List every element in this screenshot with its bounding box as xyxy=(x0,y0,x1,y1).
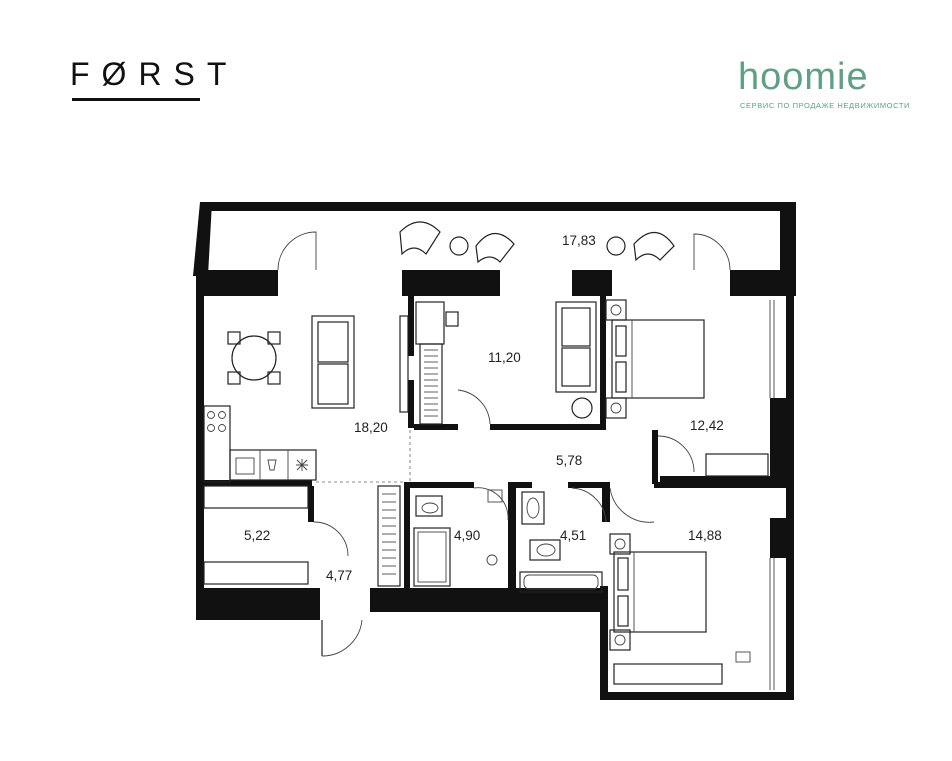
exterior-walls xyxy=(193,202,796,700)
area-hall: 5,78 xyxy=(556,453,582,468)
area-storage: 5,22 xyxy=(244,528,270,543)
interior-walls xyxy=(204,296,786,606)
hoomie-logo: hoomie xyxy=(738,56,869,98)
area-balcony: 17,83 xyxy=(562,233,596,248)
kitchen-furniture xyxy=(203,315,411,483)
area-bathroom-1: 4,90 xyxy=(454,528,480,543)
balcony-furniture xyxy=(277,221,731,271)
area-entry: 4,77 xyxy=(326,568,352,583)
bathroom-fixtures xyxy=(413,487,655,593)
bedroom-2-furniture xyxy=(609,533,775,690)
area-kitchen-living: 18,20 xyxy=(354,420,388,435)
storage-entry xyxy=(203,485,401,657)
area-study: 11,20 xyxy=(488,350,521,365)
bedroom-1-furniture xyxy=(605,299,775,477)
forst-logo-underline xyxy=(72,98,200,101)
forst-logo: FØRST xyxy=(70,56,239,92)
area-bathroom-2: 4,51 xyxy=(560,528,586,543)
area-bedroom-2: 14,88 xyxy=(688,528,722,543)
area-bedroom-1: 12,42 xyxy=(690,418,724,433)
area-labels: 17,83 18,20 11,20 12,42 5,78 5,22 4,77 4… xyxy=(244,233,724,583)
hoomie-tagline: СЕРВИС ПО ПРОДАЖЕ НЕДВИЖИМОСТИ xyxy=(740,101,911,110)
study-furniture xyxy=(415,301,597,425)
